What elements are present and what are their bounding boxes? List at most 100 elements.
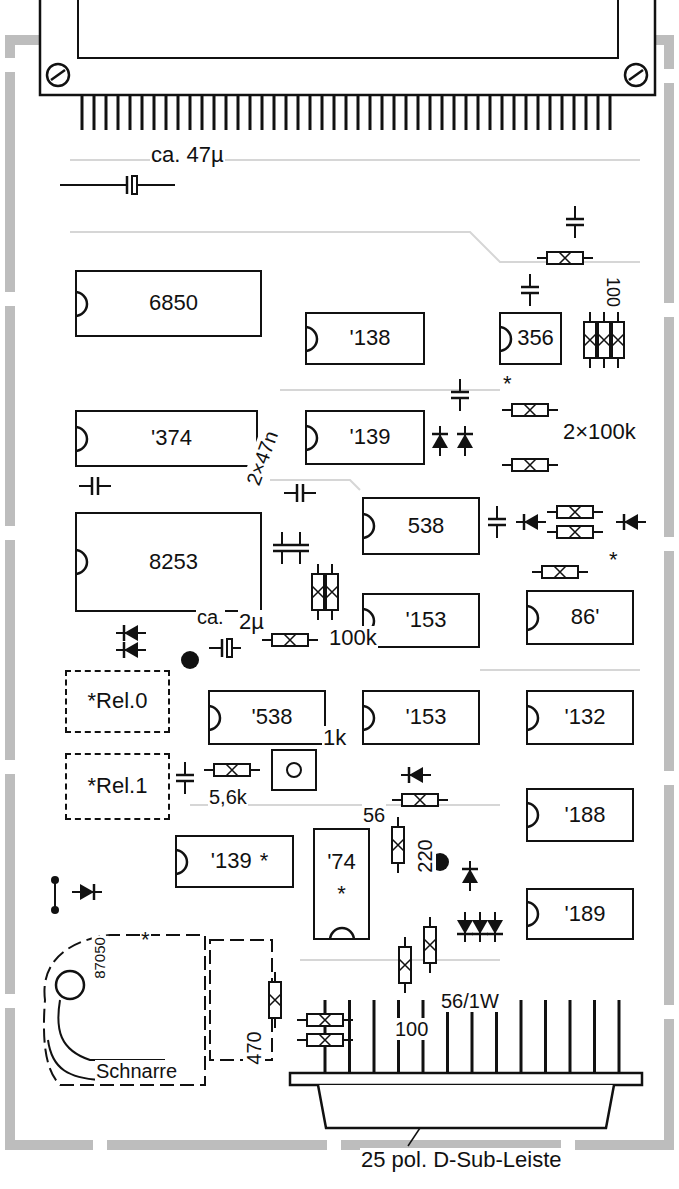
ic-chip: '153: [362, 690, 480, 745]
component-value: ca. 47µ: [150, 143, 225, 167]
resistor-symbol: [392, 817, 404, 873]
diode-symbol: [72, 884, 102, 900]
buzzer-outline: [58, 1000, 165, 1060]
resistor-symbol: [512, 404, 548, 416]
capacitor-symbol: [566, 218, 584, 221]
resistor-symbol: [404, 937, 406, 947]
resistor-symbol: [307, 1014, 343, 1026]
resistor-symbol: [617, 358, 619, 368]
ic-chip: 6850: [75, 270, 262, 337]
component-value: 1k: [322, 726, 347, 750]
pin1-notch: [75, 427, 89, 451]
resistor-symbol: [317, 564, 319, 574]
capacitor-symbol: [176, 774, 194, 777]
resistor-symbol: [583, 257, 593, 259]
resistor-symbol: [262, 634, 318, 646]
edge-connector: [525, 95, 528, 130]
resistor-symbol: [617, 312, 619, 322]
resistor-symbol: [603, 312, 605, 322]
capacitor-symbol: [291, 532, 309, 564]
resistor-symbol: [392, 799, 402, 801]
resistor-symbol: [297, 1019, 307, 1021]
resistor-symbol: [274, 972, 276, 982]
capacitor-symbol: [176, 762, 194, 794]
resistor-symbol: [397, 817, 399, 827]
resistor-symbol: [214, 764, 250, 776]
ic-label: *: [260, 849, 269, 873]
pcb-trace: [280, 389, 500, 391]
ic-chip: '138: [305, 312, 425, 365]
diode-symbol: [432, 433, 448, 436]
resistor-symbol: [584, 312, 596, 368]
pin1-notch: [75, 292, 87, 316]
component-value: 470: [243, 1030, 265, 1065]
edge-connector: [393, 95, 396, 130]
edge-connector: [465, 95, 468, 130]
capacitor-symbol: [79, 485, 92, 487]
electrolytic-capacitor: [209, 647, 222, 649]
capacitor-symbol: [303, 492, 316, 494]
resistor-symbol: [559, 252, 571, 264]
edge-connector: [177, 95, 180, 130]
capacitor-symbol: [566, 224, 584, 227]
component-value: 5,6k: [208, 786, 248, 808]
diode-symbol: [123, 642, 126, 658]
edge-connector: [573, 95, 576, 130]
capacitor-symbol: [296, 484, 299, 502]
ic-label: *Rel.1: [88, 774, 148, 798]
capacitor-symbol: [273, 544, 291, 547]
resistor-symbol: [598, 312, 610, 368]
diode-symbol: [472, 920, 488, 934]
ic-label: '374: [151, 426, 192, 450]
diode-symbol: [462, 868, 478, 871]
resistor-symbol: [547, 526, 603, 538]
resistor-symbol: [326, 574, 338, 610]
resistor-symbol: [584, 334, 596, 346]
edge-connector: [189, 95, 192, 130]
ic-label: *: [337, 882, 346, 906]
resistor-symbol: [262, 639, 272, 641]
resistor-symbol: [343, 1019, 353, 1021]
edge-connector: [345, 95, 348, 130]
edge-connector: [141, 95, 144, 130]
resistor-symbol: [502, 409, 512, 411]
pin1-notch: [362, 514, 374, 538]
edge-connector: [51, 70, 65, 80]
ic-label: 8253: [149, 550, 198, 574]
diode-symbol: [116, 642, 146, 658]
resistor-symbol: [331, 564, 333, 574]
dsub-connector: [290, 1000, 642, 1146]
part-number: 87050: [92, 936, 109, 980]
diode-symbol: [457, 920, 473, 934]
pin1-notch: [526, 606, 540, 630]
dsub-connector: [318, 1085, 614, 1128]
edge-connector: [165, 95, 168, 130]
capacitor-symbol: [184, 781, 186, 794]
component-value: 100: [602, 276, 622, 308]
capacitor-symbol: [273, 532, 291, 564]
resistor-symbol: [547, 506, 603, 518]
resistor-symbol: [297, 1039, 307, 1041]
board-artwork: [146, 184, 175, 186]
ic-chip: '139: [305, 410, 425, 465]
component-value: 2µ: [238, 610, 265, 634]
diode-symbol: [432, 426, 448, 456]
edge-connector: [93, 95, 96, 130]
resistor-symbol: [392, 839, 404, 851]
capacitor-symbol: [521, 274, 539, 306]
diode-symbol: [116, 625, 146, 641]
ic-label: 6850: [149, 291, 198, 315]
option-mark: *: [140, 928, 151, 952]
board-outline: [10, 40, 669, 1145]
diode-symbol: [80, 884, 94, 900]
diode-symbol: [623, 514, 626, 530]
electrolytic-capacitor: [209, 639, 241, 657]
buzzer-outline: [48, 1040, 100, 1080]
resistor-symbol: [537, 257, 547, 259]
edge-connector: [261, 95, 264, 130]
ic-label: 86': [571, 605, 600, 629]
edge-connector: [629, 70, 643, 80]
resistor-symbol: [524, 404, 536, 416]
diode-symbol: [401, 767, 431, 783]
resistor-symbol: [343, 1039, 353, 1041]
